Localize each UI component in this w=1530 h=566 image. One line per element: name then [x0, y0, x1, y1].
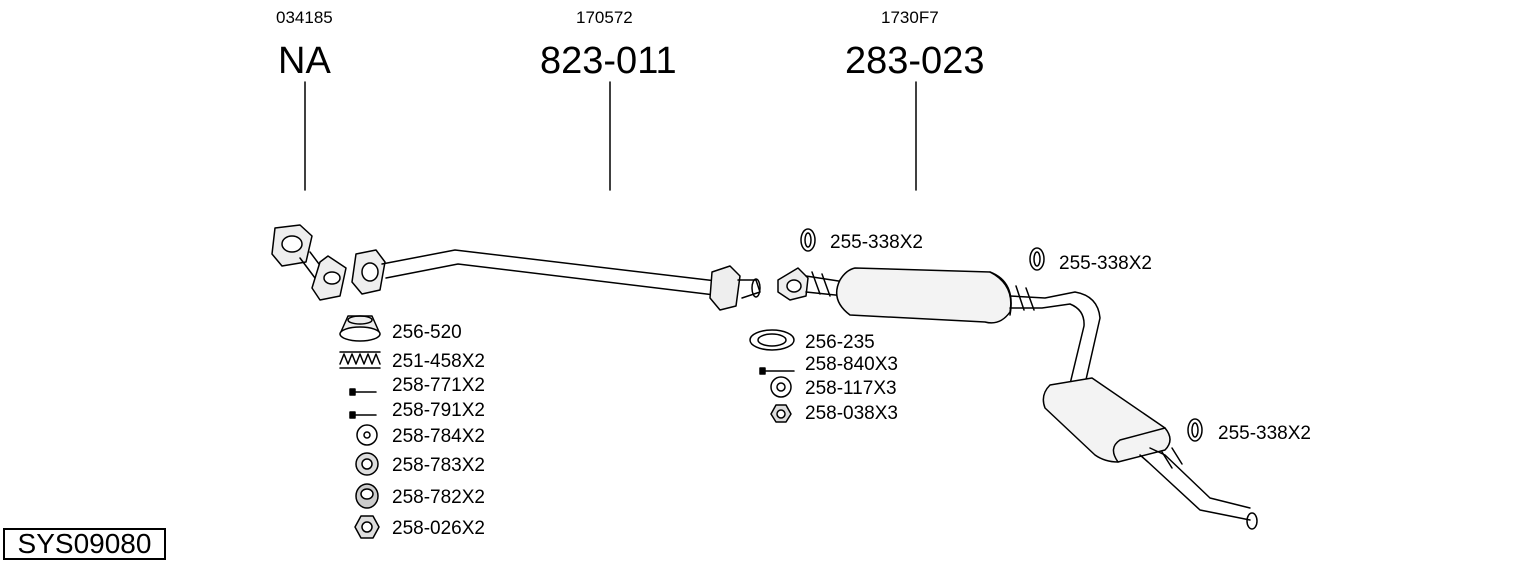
ref-code-1: 034185 — [276, 8, 333, 27]
part-number-3: 283-023 — [845, 40, 985, 82]
gasket-ring-icon — [339, 315, 381, 342]
part-label: 255-338X2 — [1059, 253, 1152, 274]
bolt-icon — [759, 367, 795, 375]
rubber-ring-icon — [1029, 247, 1045, 271]
part-label: 258-026X2 — [392, 518, 485, 539]
nut-spring-icon — [355, 452, 379, 476]
bolt-icon — [349, 411, 377, 419]
centre-section-flange — [777, 267, 846, 301]
part-label: 258-117X3 — [805, 378, 897, 399]
system-code: SYS09080 — [3, 528, 166, 560]
part-number-1: NA — [278, 40, 331, 82]
rear-silencer — [1042, 377, 1258, 530]
part-label: 258-784X2 — [392, 426, 485, 447]
part-label: 258-771X2 — [392, 375, 485, 396]
rubber-ring-icon — [800, 228, 816, 252]
nut-stack-icon — [355, 483, 379, 509]
gasket-ring-icon — [749, 329, 795, 351]
part-label: 258-791X2 — [392, 400, 485, 421]
part-label: 255-338X2 — [1218, 423, 1311, 444]
washer-icon — [356, 424, 378, 446]
spring-icon — [339, 351, 381, 369]
part-label: 251-458X2 — [392, 351, 485, 372]
front-flange-pipe — [271, 224, 347, 301]
washer-icon — [770, 376, 792, 398]
ref-code-3: 1730F7 — [881, 8, 939, 27]
part-label: 258-038X3 — [805, 403, 898, 424]
intermediate-pipe — [351, 249, 761, 311]
part-label: 256-520 — [392, 322, 462, 343]
part-label: 258-840X3 — [805, 354, 898, 375]
part-label: 256-235 — [805, 332, 875, 353]
flange-nut-icon — [770, 404, 792, 423]
centre-silencer — [835, 267, 1101, 385]
hex-nut-icon — [354, 515, 380, 539]
bolt-icon — [349, 388, 377, 396]
part-label: 258-783X2 — [392, 455, 485, 476]
ref-code-2: 170572 — [576, 8, 633, 27]
part-label: 255-338X2 — [830, 232, 923, 253]
part-number-2: 823-011 — [540, 40, 677, 82]
part-label: 258-782X2 — [392, 487, 485, 508]
rubber-ring-icon — [1187, 418, 1203, 442]
